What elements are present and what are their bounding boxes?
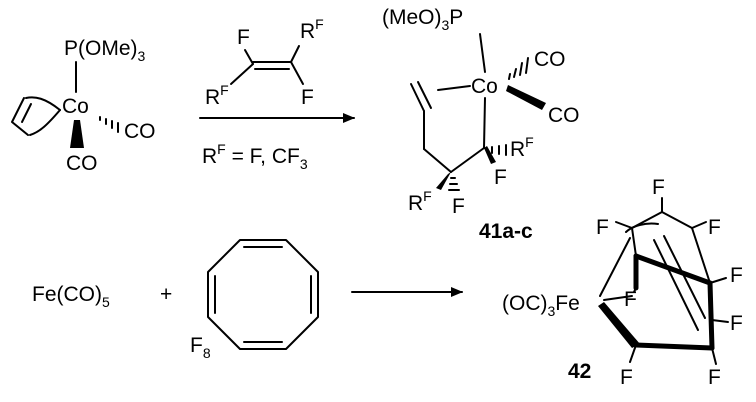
f-bond-8 [711,347,717,365]
product-phosphite: (MeO)3P [382,6,463,33]
bold-bond-2 [707,280,715,351]
cot-ring [207,239,319,350]
alkene-rf-lower-left: RF [205,82,229,109]
fluorine-7: F [620,366,633,389]
alkene-bond-rf2 [230,63,254,85]
fe-c-bond-upper [599,237,631,297]
f-bond-5 [633,287,637,293]
reactant-allyl-cobalt-complex: P(OMe)3 Co CO CO [11,37,156,175]
wedge-bond-co-lower [506,85,546,110]
plus-sign: + [160,283,172,306]
product-f-left: F [452,195,465,218]
wedge-bond-fe-c [598,302,640,348]
fluorine-8: F [708,366,721,389]
alkene-rf-upper-right: RF [300,16,324,43]
product-p-co-bond [479,33,486,73]
hashed-bond-co-upper [508,57,529,80]
f-bond-2 [615,221,633,229]
ring-bond-inner-2 [663,235,706,319]
co-ligand-upper: CO [534,48,566,71]
co-ligand-down: CO [66,152,98,175]
fe-tricarbonyl: (OC)3Fe [502,292,580,319]
fluorine-5: F [624,288,637,311]
bold-bond-3 [633,342,715,351]
co-c1-bond [483,97,486,149]
bold-bond-1 [633,253,713,286]
fluorine-1: F [652,176,665,199]
alkene-bond-f1 [244,49,254,65]
c2-c3-bond [423,148,452,173]
arrow-condition: RF = F, CF3 [202,141,308,172]
cobalt-atom-2: Co [471,75,498,98]
iron-pentacarbonyl: Fe(CO)5 [32,283,110,310]
ring-bond-3 [691,227,711,284]
f-bond-7 [629,344,637,363]
fe-c-bond-mid [603,295,633,301]
fluorine-6: F [730,312,743,335]
compound-label-41a-c: 41a-c [479,220,533,243]
product-rf-left: RF [408,188,432,215]
alkene-bond-f2 [290,61,304,85]
co-left-bond [437,85,471,91]
phosphite-ligand: P(OMe)3 [64,37,146,64]
co-ligand-right: CO [124,120,156,143]
ring-bond-2 [661,211,693,229]
fluorine-2: F [596,216,609,239]
wedge-bond-c1-f [484,146,496,164]
reagent-fluoroalkene: F RF RF F [205,16,324,109]
alkene-bond-rf1 [290,45,300,63]
allyl-ligand-outer [11,97,29,136]
vinyl-double-bond-1 [410,83,425,112]
f-bond-6 [711,319,729,323]
allyl-co-arc-upper [25,96,61,111]
allyl-arc [625,222,659,233]
allyl-co-arc-lower [29,109,61,136]
fluorine-4: F [730,264,743,287]
vinyl-double-bond-2 [417,81,432,109]
hashed-bond-c1-rf [491,144,507,156]
f-bond-4 [709,277,727,284]
hashed-bond-co [99,116,119,133]
product-41a-c: (MeO)3P Co CO CO RF F [382,6,580,243]
product-rf-right: RF [510,134,534,161]
c1-c2-bond [450,147,485,173]
cobalt-atom-1: Co [62,95,89,118]
product-42: (OC)3Fe F F F F F F F F 42 [502,176,743,389]
ring-bond-4 [631,227,637,257]
alkene-f-upper-left: F [237,26,250,49]
alkene-f-lower-right: F [301,86,314,109]
ring-bond-inner-1 [653,239,699,331]
co-ligand-lower: CO [548,104,580,127]
wedge-bond-co [70,120,84,148]
perfluorocyclooctatetraene: F8 [190,239,319,361]
compound-label-42: 42 [568,360,591,383]
product-f-right: F [494,166,507,189]
fluorine-3: F [708,216,721,239]
f-bond-3 [691,221,707,229]
wedge-bond-c2-rf [436,172,451,190]
hashed-bond-c2-f [448,177,460,191]
allyl-ligand-inner [21,103,32,123]
cot-fluorine: F8 [190,334,211,361]
